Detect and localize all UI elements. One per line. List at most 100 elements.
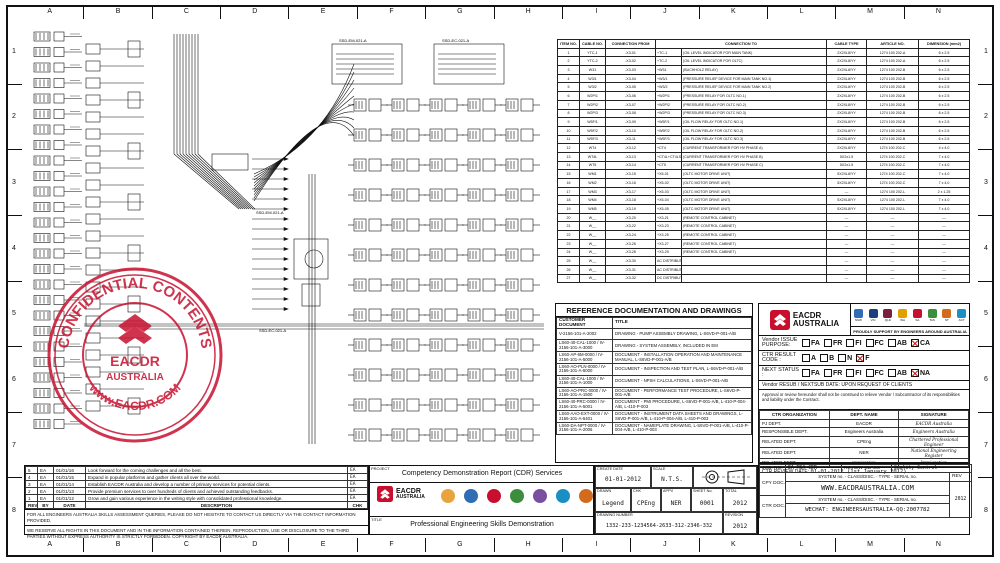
cable-cell: -X3-11 <box>605 134 656 145</box>
cable-cell: -X3-05 <box>605 82 656 93</box>
cable-cell: -X3-24 <box>605 230 656 240</box>
checkbox-option[interactable]: AB <box>887 339 907 347</box>
cable-cell: +X3-29 <box>655 247 682 258</box>
zone-column-label: E <box>288 538 356 552</box>
cable-cell: -X3-26 <box>605 238 656 249</box>
cable-cell: +CT4L+CT4LS <box>655 151 682 162</box>
cable-cell: 1274 100 202-L <box>866 204 920 214</box>
cable-cell: (PRESSURE RELIEF DEVICE FOR MAIN TANK NO… <box>680 82 828 93</box>
revision-cell: 5 <box>25 466 38 474</box>
cable-cell: 10 <box>557 125 580 136</box>
cable-cell: — <box>918 212 971 223</box>
checkbox-icon[interactable] <box>846 369 855 377</box>
reference-cell: LS60-40-PRC-0000 / IV-2156-101-A-5001 <box>556 398 613 412</box>
checkbox-option[interactable]: B <box>820 354 834 362</box>
cable-cell: (OIL FLOW RELAY FOR OLTC NO.2) <box>680 125 828 136</box>
cable-cell: 1274 100 202-B <box>866 82 920 93</box>
project-block: PROJECT Competency Demonstration Report … <box>369 465 594 535</box>
revision-cell: EA <box>347 494 368 502</box>
cable-cell: (OLTC MOTOR DRIVE UNIT) <box>680 169 828 179</box>
checkbox-icon[interactable] <box>823 369 832 377</box>
cable-cell: — <box>918 221 971 232</box>
cable-cell: +CT4 <box>655 143 682 153</box>
resub-row: Vendor RESUB / NEXTSUB DATE: UPON REQUES… <box>759 381 969 390</box>
reference-cell: LS60-AO-PRC-0000 / IV-2156-101-A-1500 <box>556 386 613 400</box>
checkbox-option[interactable]: FI <box>846 339 862 347</box>
zone-column-label: D <box>220 538 288 552</box>
checkbox-icon[interactable] <box>887 339 896 347</box>
state-badge-label: NSW <box>854 317 862 322</box>
checkbox-option[interactable]: FC <box>865 369 884 377</box>
revision-cell: EA <box>347 473 368 481</box>
cable-cell: — <box>826 238 868 249</box>
cable-cell: WT4L <box>579 151 606 162</box>
checkbox-icon[interactable] <box>865 369 874 377</box>
checkbox-option[interactable]: A <box>802 354 816 362</box>
checkbox-label: F <box>865 354 870 362</box>
cable-cell: +CT5 <box>655 160 682 171</box>
zone-row-label: 4 <box>6 214 22 281</box>
drawing-number: 1332-233-1234564-2633-312-2346-332 <box>605 523 713 529</box>
cable-cell: -X3-10 <box>605 125 656 136</box>
checkbox-icon[interactable] <box>823 339 832 347</box>
checkbox-option[interactable]: NA <box>911 369 930 377</box>
checkbox-option[interactable]: AB <box>887 369 907 377</box>
org-cell: RELATED DEPT. <box>759 446 830 459</box>
reference-cell: DRAWING - SYSTEM ASSEMBLY, INCLUDED IN E… <box>612 339 752 353</box>
zone-row-label: 8 <box>6 477 22 543</box>
checkbox-option[interactable]: FA <box>802 339 820 347</box>
checkbox-option[interactable]: F <box>856 354 869 362</box>
checkbox-option[interactable]: FR <box>823 369 842 377</box>
checkbox-option[interactable]: FA <box>802 369 820 377</box>
checkbox-icon[interactable] <box>820 354 829 362</box>
cable-cell: — <box>918 273 971 284</box>
cable-cell: -X3-19 <box>605 204 656 214</box>
chk-label: CHK <box>633 489 642 493</box>
checkbox-option[interactable]: FR <box>823 339 842 347</box>
cable-cell: 2X2XL8/YY <box>826 134 868 145</box>
checkbox-icon[interactable] <box>846 339 855 347</box>
checkbox-icon[interactable] <box>911 369 919 377</box>
cable-cell: WT4 <box>579 143 606 153</box>
checkbox-option[interactable]: CA <box>911 339 930 347</box>
state-badge-icon <box>853 308 863 318</box>
zone-column-label: M <box>835 538 903 552</box>
projection-symbol <box>693 466 757 488</box>
cable-cell: — <box>826 256 868 266</box>
partner-logo-icon <box>441 489 455 503</box>
cable-cell: 7 x 4.0 <box>918 178 971 188</box>
zone-row-label: 8 <box>978 477 994 543</box>
checkbox-option[interactable]: N <box>838 354 852 362</box>
zone-column-label: M <box>835 5 903 19</box>
checkbox-option[interactable]: FC <box>865 339 884 347</box>
cable-cell: 11 <box>557 134 580 145</box>
stamp-outer-text: CONFIDENTIAL CONTENTS <box>55 275 215 350</box>
checkbox-icon[interactable] <box>802 354 810 362</box>
checkbox-icon[interactable] <box>838 354 847 362</box>
scale-label: SCALE <box>653 467 666 471</box>
cable-cell: (CURRENT TRANSFORMER FOR HV PHASE B) <box>680 151 828 162</box>
website: WWW.EACDRAUSTRALIA.COM <box>785 480 950 496</box>
cable-cell: -X3-14 <box>605 160 656 171</box>
cable-cell: +X5-05 <box>655 204 682 214</box>
checkbox-icon[interactable] <box>802 369 810 377</box>
cable-cell: W3/2 <box>579 82 606 93</box>
state-badge: SA <box>912 308 922 322</box>
checkbox-icon[interactable] <box>865 339 874 347</box>
cable-cell: 20 <box>557 212 580 223</box>
checkbox-option[interactable]: FI <box>846 369 862 377</box>
checkbox-icon[interactable] <box>802 339 810 347</box>
third-angle-projection-icon <box>702 469 750 485</box>
reference-cell: DOCUMENT - INSTRUMENT DATA SHEETS AND DR… <box>612 410 752 423</box>
cable-header: CONNECTION FROM <box>605 39 656 49</box>
checkbox-label: FA <box>811 339 820 347</box>
checkbox-icon[interactable] <box>887 369 896 377</box>
checkbox-icon[interactable] <box>856 354 865 362</box>
cable-cell: YTC-2 <box>579 56 606 67</box>
checkbox-icon[interactable] <box>911 339 919 347</box>
